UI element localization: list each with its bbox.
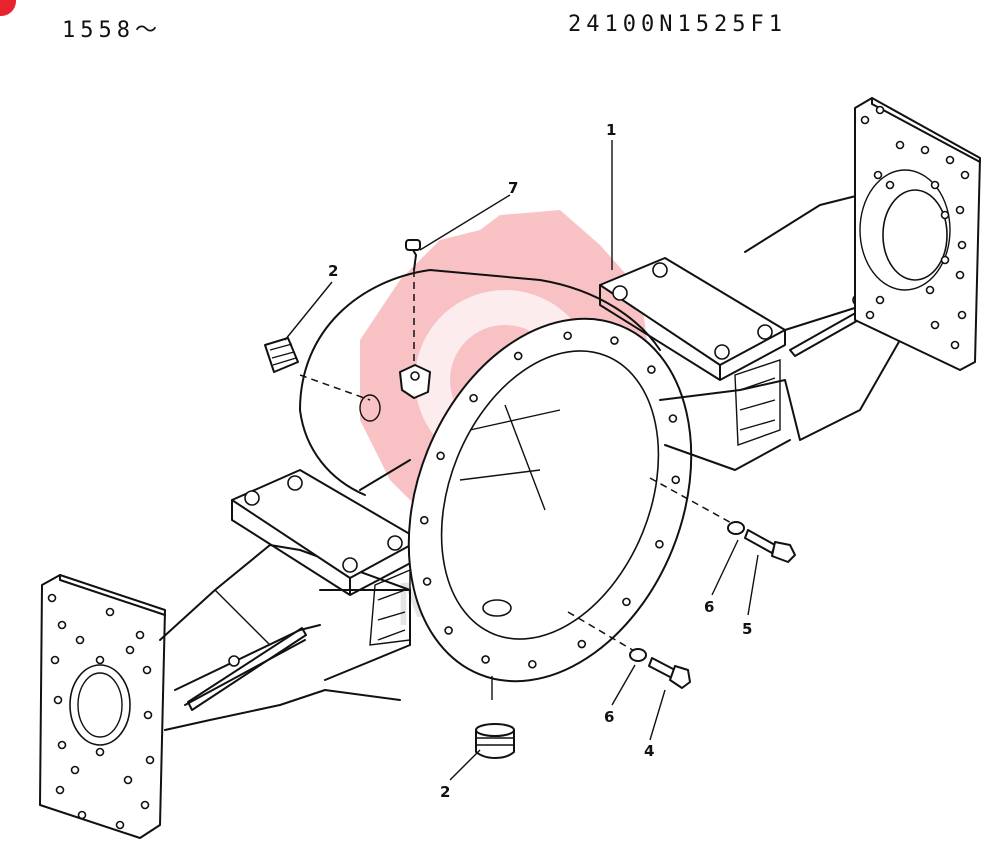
bolt-hole — [105, 607, 115, 617]
left-mounting-pad — [231, 469, 421, 596]
bolt-hole — [481, 655, 490, 664]
bolt-hole — [610, 336, 619, 345]
callout-7: 7 — [508, 179, 518, 197]
bolt-hole — [930, 320, 940, 330]
bolt-hole — [875, 295, 885, 305]
bolt-hole — [955, 270, 965, 280]
bolt-hole — [55, 785, 65, 795]
bolt-part-4 — [567, 611, 691, 689]
bolt-hole — [668, 414, 678, 423]
bolt-hole — [528, 659, 537, 669]
bolt-hole — [75, 635, 85, 645]
bolt-hole — [47, 593, 57, 603]
bolt-hole — [655, 539, 664, 549]
bolt-hole — [469, 393, 478, 403]
callout-1: 1 — [606, 121, 616, 139]
bolt-hole — [930, 180, 940, 190]
bolt-hole — [940, 210, 950, 220]
bolt-hole — [960, 170, 970, 180]
center-carrier-ring — [407, 317, 693, 683]
bolt-hole — [145, 755, 155, 765]
bolt-hole — [957, 310, 967, 320]
callout-2-lower: 2 — [440, 783, 450, 801]
grease-nipple-part-7 — [399, 239, 431, 399]
bolt-hole — [142, 665, 152, 675]
bolt-hole — [577, 639, 587, 649]
left-axle-arm — [159, 544, 411, 731]
bolt-hole — [647, 365, 656, 374]
serial-range-label: 1558～ — [62, 18, 162, 43]
bolt-hole — [70, 765, 80, 775]
callout-6-upper: 6 — [704, 598, 714, 616]
bolt-hole — [95, 747, 105, 757]
bolt-hole — [422, 577, 432, 586]
bolt-hole — [53, 695, 63, 705]
plug-part-2-lower — [475, 723, 515, 759]
bolt-hole — [957, 240, 967, 250]
bolt-hole — [135, 630, 145, 640]
center-housing-shell — [299, 269, 661, 496]
leader-lines — [284, 140, 759, 781]
bolt-hole — [143, 710, 153, 720]
bolt-hole — [77, 810, 87, 820]
bolt-hole — [860, 115, 870, 125]
bolt-hole — [945, 155, 955, 165]
callout-6-lower: 6 — [604, 708, 614, 726]
bolt-hole — [444, 626, 453, 635]
bolt-hole — [436, 451, 445, 461]
right-mounting-pad — [599, 257, 786, 381]
bolt-hole — [875, 105, 885, 115]
bolt-hole — [873, 170, 883, 180]
bolt-hole — [563, 331, 572, 341]
callout-4: 4 — [644, 742, 654, 760]
bolt-part-5 — [649, 477, 796, 563]
bolt-hole — [419, 515, 429, 525]
left-flange-plate — [39, 574, 166, 839]
bolt-hole — [865, 310, 875, 320]
bolt-hole — [140, 800, 150, 810]
bolt-hole — [955, 205, 965, 215]
part-number-label: 24100N1525F1 — [568, 12, 787, 37]
right-flange-plate — [854, 97, 981, 371]
bolt-hole — [622, 597, 631, 607]
plug-part-2-upper — [264, 337, 299, 373]
bolt-hole — [125, 645, 135, 655]
bolt-hole — [671, 475, 681, 485]
bolt-hole — [57, 740, 67, 750]
callout-2-upper: 2 — [328, 262, 338, 280]
bolt-hole — [50, 655, 60, 665]
bolt-hole — [95, 655, 105, 665]
callout-5: 5 — [742, 620, 752, 638]
bolt-hole — [925, 285, 935, 295]
bolt-hole — [940, 255, 950, 265]
bolt-hole — [950, 340, 960, 350]
left-arm-rib — [187, 627, 307, 711]
bolt-hole — [895, 140, 905, 150]
bolt-hole — [885, 180, 895, 190]
bolt-hole — [920, 145, 930, 155]
bolt-hole — [57, 620, 67, 630]
bolt-hole — [513, 351, 523, 361]
bolt-hole — [115, 820, 125, 830]
bolt-hole — [123, 775, 133, 785]
